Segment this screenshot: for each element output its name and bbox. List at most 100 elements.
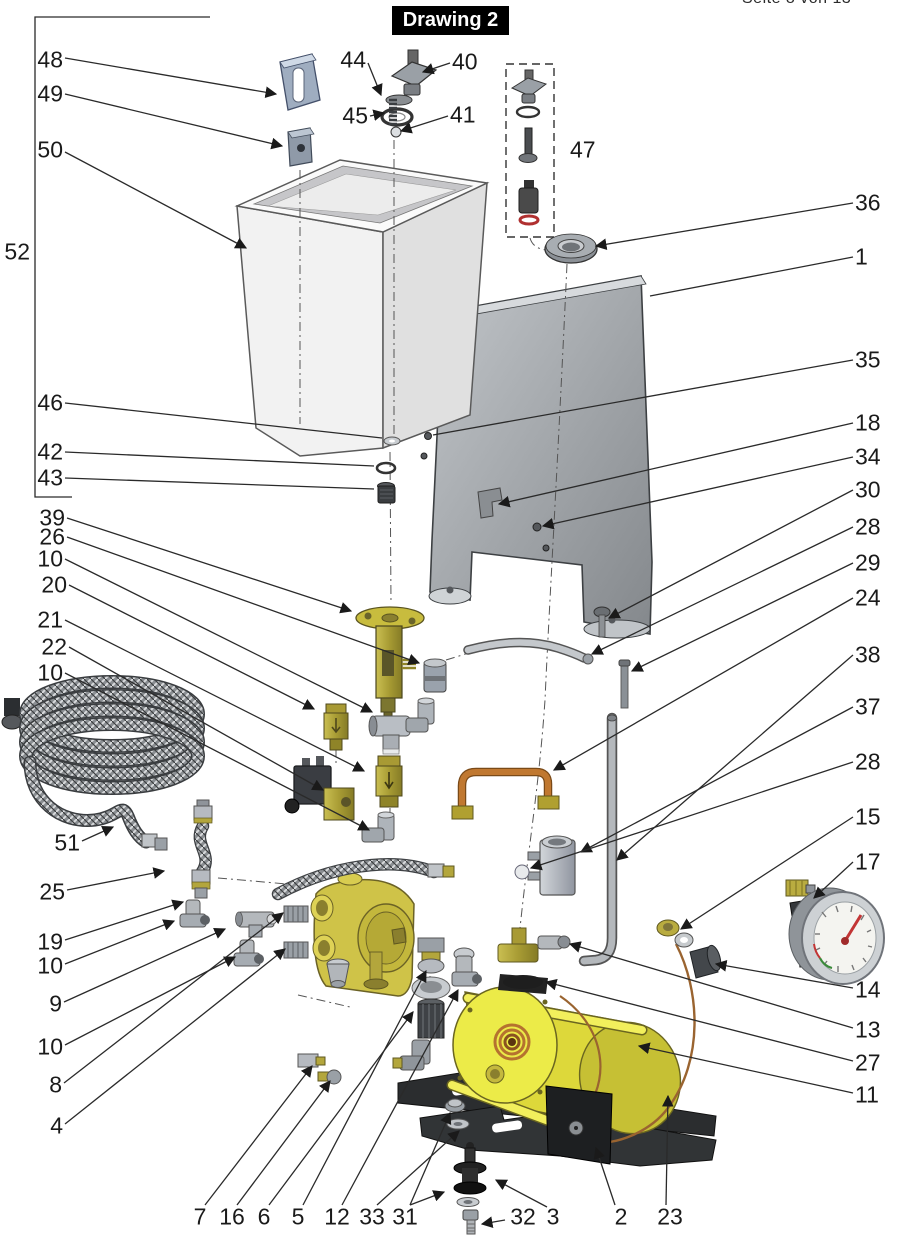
leader-line-46	[64, 402, 383, 439]
leader-line-39	[66, 517, 353, 614]
hose-end-elbow	[1, 698, 23, 730]
leader-line-4	[64, 948, 286, 1125]
leader-line-10	[64, 672, 371, 831]
kit-red-o-ring	[518, 214, 540, 226]
leader-line-31	[409, 1190, 446, 1206]
elbow-fitting-a	[179, 899, 210, 928]
leader-line-11	[637, 1042, 854, 1094]
fitting-26	[423, 658, 447, 693]
leader-line-44	[367, 62, 383, 97]
tank-bottom-small-parts	[375, 432, 432, 504]
leader-line-51	[81, 826, 115, 842]
leader-line-30	[607, 489, 854, 619]
kit-plunger	[518, 187, 539, 214]
long-steel-tube	[578, 712, 618, 967]
curved-steel-tube	[463, 637, 594, 665]
leader-line-25	[66, 867, 166, 891]
leader-line-1	[649, 256, 854, 297]
leader-line-33	[376, 1130, 460, 1206]
page-number-header: Seite 8 von 13	[742, 0, 851, 8]
back-panel	[428, 275, 653, 639]
leader-line-8	[63, 912, 284, 1084]
slotted-bracket	[279, 53, 321, 111]
pin-29	[618, 659, 631, 709]
leader-line-43	[64, 477, 375, 490]
leader-line-20	[68, 584, 316, 710]
tee-fitting-10	[368, 715, 411, 755]
motor-end-plate	[545, 1085, 613, 1165]
group-bracket-52	[34, 16, 210, 498]
hex-nipple-8	[283, 905, 309, 923]
leader-line-13	[568, 941, 854, 1029]
gasket-27	[503, 975, 543, 989]
check-valve-20	[323, 703, 349, 751]
kit-plunger-tip	[524, 180, 534, 189]
valve-21	[375, 755, 403, 808]
nut-washer-15	[656, 919, 694, 948]
leader-line-36	[594, 202, 854, 251]
leader-line-17	[813, 861, 854, 899]
short-braided-hose	[191, 799, 213, 899]
leader-line-41	[399, 115, 449, 134]
brass-tee-assembly	[497, 927, 571, 994]
hardware-nut-washer	[444, 1098, 470, 1130]
leader-line-10	[64, 558, 374, 713]
o-ring-42	[375, 461, 397, 475]
copper-u-pipe	[451, 767, 560, 820]
leader-line-27	[544, 978, 854, 1062]
leader-line-3	[494, 1179, 548, 1208]
gauge-brass-fitting	[785, 879, 816, 897]
panel-screw	[532, 522, 542, 532]
elbow-fitting-c	[233, 939, 264, 967]
ball-28	[514, 864, 530, 880]
leader-line-6	[268, 1011, 414, 1206]
leader-line-16	[236, 1080, 331, 1206]
leader-line-23	[661, 1094, 674, 1206]
pressure-gauge	[785, 879, 885, 985]
leader-line-15	[680, 816, 854, 930]
leader-line-31	[409, 1111, 452, 1206]
screw-35b	[420, 452, 428, 460]
fitting-cylinder-37	[527, 835, 576, 896]
leader-line-12	[341, 988, 459, 1206]
bracket-slot	[492, 1120, 523, 1133]
gauge-needle	[843, 914, 863, 942]
kit-o-ring	[515, 105, 541, 119]
stack-nut	[417, 958, 445, 974]
pump-head-hose	[271, 858, 455, 901]
inlet-copper-coil	[493, 1023, 531, 1061]
elbow-13	[537, 935, 571, 950]
water-tank	[234, 159, 490, 457]
pipe-nut	[537, 795, 560, 810]
leader-line-14	[714, 960, 854, 989]
leader-line-26	[66, 536, 421, 665]
leader-line-37	[579, 706, 854, 853]
leader-line-2	[593, 1146, 616, 1206]
leader-line-49	[64, 93, 284, 150]
spring-45	[389, 98, 397, 126]
leader-line-19	[64, 899, 185, 941]
leader-line-7	[204, 1065, 313, 1206]
rubber-foot-assembly	[453, 1142, 487, 1235]
leader-line-29	[630, 562, 854, 672]
panel-clip	[477, 487, 550, 552]
hose-nut	[154, 837, 168, 851]
leader-line-28	[529, 761, 854, 871]
leader-line-48	[64, 57, 278, 98]
pipe-nut	[451, 805, 474, 820]
elbow-fitting-10-lower	[361, 811, 395, 843]
brass-pump-head	[310, 872, 415, 997]
leader-line-35	[432, 359, 854, 436]
mounting-block	[287, 127, 315, 167]
leader-line-18	[497, 422, 854, 508]
leader-line-38	[616, 654, 854, 861]
leader-line-22	[68, 646, 325, 791]
screw-35	[424, 432, 432, 440]
front-brass-nut	[485, 1064, 505, 1084]
elbow-12	[451, 947, 482, 987]
brass-inlet-valve	[355, 606, 425, 721]
leader-line-42	[64, 451, 375, 467]
